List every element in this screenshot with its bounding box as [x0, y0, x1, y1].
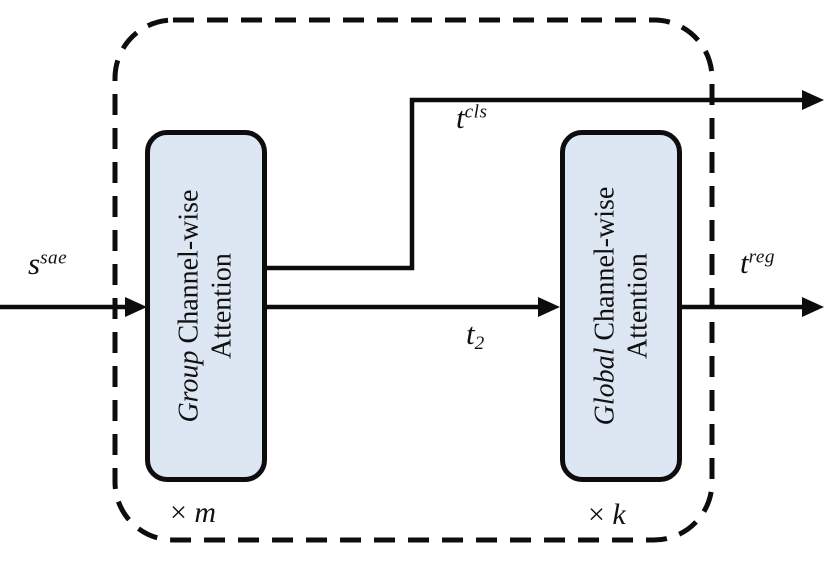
reg-superscript: reg — [748, 246, 776, 268]
intermediate-label-t-2: t2 — [466, 316, 484, 355]
global-block-label-line2: Attention — [622, 253, 653, 359]
k-variable: k — [612, 498, 626, 531]
cls-branch-line — [267, 97, 805, 271]
reg-output-label-t-reg: treg — [740, 245, 775, 281]
two-subscript: 2 — [474, 332, 485, 354]
t-base: t — [466, 316, 475, 351]
global-block-label: Global Channel-wise Attention — [588, 187, 654, 426]
s-base: s — [28, 246, 41, 281]
repeat-count-m: × m — [170, 496, 216, 530]
channel-wise-word: Channel-wise — [588, 186, 620, 348]
t-base: t — [740, 245, 749, 280]
input-arrowhead — [125, 297, 147, 317]
group-block-label-line2: Attention — [207, 253, 239, 359]
m-variable: m — [194, 496, 217, 529]
t-base: t — [456, 100, 465, 135]
times-sign: × — [588, 498, 613, 531]
cls-arrowhead — [802, 90, 824, 110]
times-sign: × — [170, 496, 195, 529]
global-block-label-line1: Global Channel-wise — [588, 187, 621, 426]
repeat-count-k: × k — [588, 498, 626, 532]
group-block-label-line1: Group Channel-wise — [173, 189, 206, 422]
channel-wise-word: Channel-wise — [173, 189, 205, 351]
sae-superscript: sae — [40, 247, 68, 269]
input-label-s-sae: ssae — [28, 246, 67, 282]
global-word: Global — [588, 347, 620, 426]
group-channel-wise-attention-block: Group Channel-wise Attention — [145, 130, 267, 482]
group-word: Group — [173, 350, 205, 423]
group-block-label: Group Channel-wise Attention — [173, 189, 239, 422]
mid-arrowhead — [538, 297, 560, 317]
cls-superscript: cls — [464, 101, 488, 123]
dashed-module-border — [112, 17, 715, 543]
cls-output-label-t-cls: tcls — [456, 100, 487, 136]
global-channel-wise-attention-block: Global Channel-wise Attention — [560, 130, 682, 482]
output-arrowhead — [802, 297, 824, 317]
